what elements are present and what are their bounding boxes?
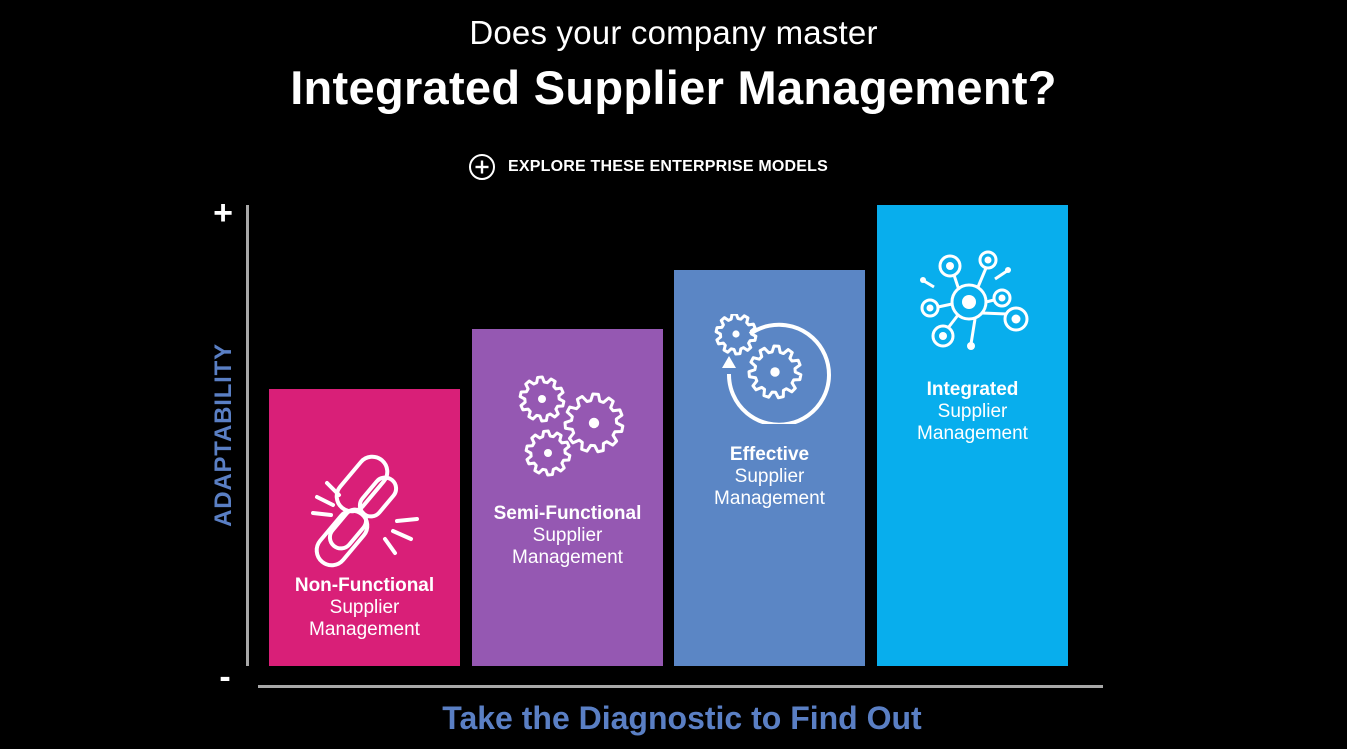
diagnostic-link[interactable]: Take the Diagnostic to Find Out [442, 700, 922, 736]
gears-icon [472, 375, 663, 485]
y-axis-min-label: - [219, 658, 231, 696]
bar-label-line2: Supplier [937, 401, 1008, 422]
bar-label-line2: Supplier [329, 597, 400, 618]
page-subtitle: Does your company master [469, 14, 878, 51]
y-axis-line [246, 205, 249, 666]
y-axis-max-label: + [213, 194, 233, 232]
bar-label-line3: Management [309, 619, 420, 640]
bar-label-line3: Management [917, 423, 1028, 444]
bar-label-line3: Management [512, 547, 623, 568]
bar-label-line3: Management [714, 488, 825, 509]
bar-label-line2: Supplier [532, 525, 603, 546]
plus-circle-icon [469, 154, 495, 180]
bar-label-bold: Semi-Functional [493, 503, 642, 524]
page-title: Integrated Supplier Management? [290, 61, 1057, 114]
gears-cycle-icon [674, 312, 865, 427]
bar-label-bold: Non-Functional [294, 575, 435, 596]
bar-label-bold: Integrated [926, 379, 1019, 400]
explore-models-button[interactable]: EXPLORE THESE ENTERPRISE MODELS [468, 153, 828, 181]
broken-chain-icon [269, 449, 460, 579]
bar-label-line2: Supplier [734, 466, 805, 487]
bar-label-bold: Effective [729, 444, 810, 465]
explore-models-label: EXPLORE THESE ENTERPRISE MODELS [508, 158, 829, 175]
x-axis-line [258, 685, 1103, 688]
y-axis-title: ADAPTABILITY [210, 343, 237, 527]
network-nodes-icon [877, 249, 1068, 359]
